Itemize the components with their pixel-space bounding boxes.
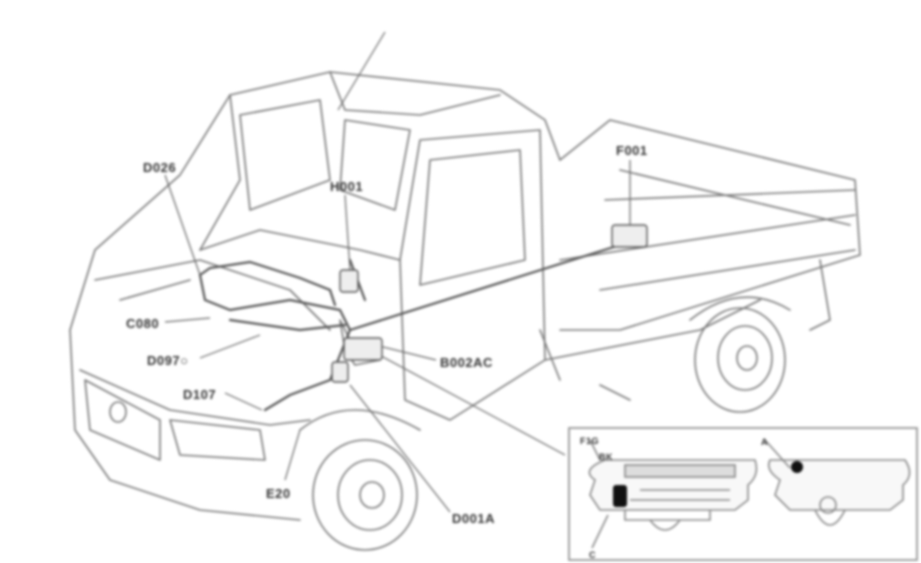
label-b002ac: B002AC bbox=[440, 355, 493, 370]
label-c080: C080 bbox=[126, 316, 160, 331]
label-h001: H001 bbox=[330, 179, 364, 194]
inset-label-bk: BK bbox=[599, 452, 613, 462]
label-d107: D107 bbox=[183, 387, 217, 402]
inset-label-c: C bbox=[589, 550, 596, 560]
label-d026: D026 bbox=[143, 160, 177, 175]
inset-label-f: F1G bbox=[580, 436, 600, 446]
connector-inset bbox=[568, 427, 918, 561]
label-e20: E20 bbox=[266, 486, 291, 501]
label-d097: D097○ bbox=[147, 353, 189, 368]
label-d001a: D001A bbox=[452, 511, 495, 526]
label-f001: F001 bbox=[616, 143, 648, 158]
inset-label-a: A bbox=[761, 437, 768, 447]
